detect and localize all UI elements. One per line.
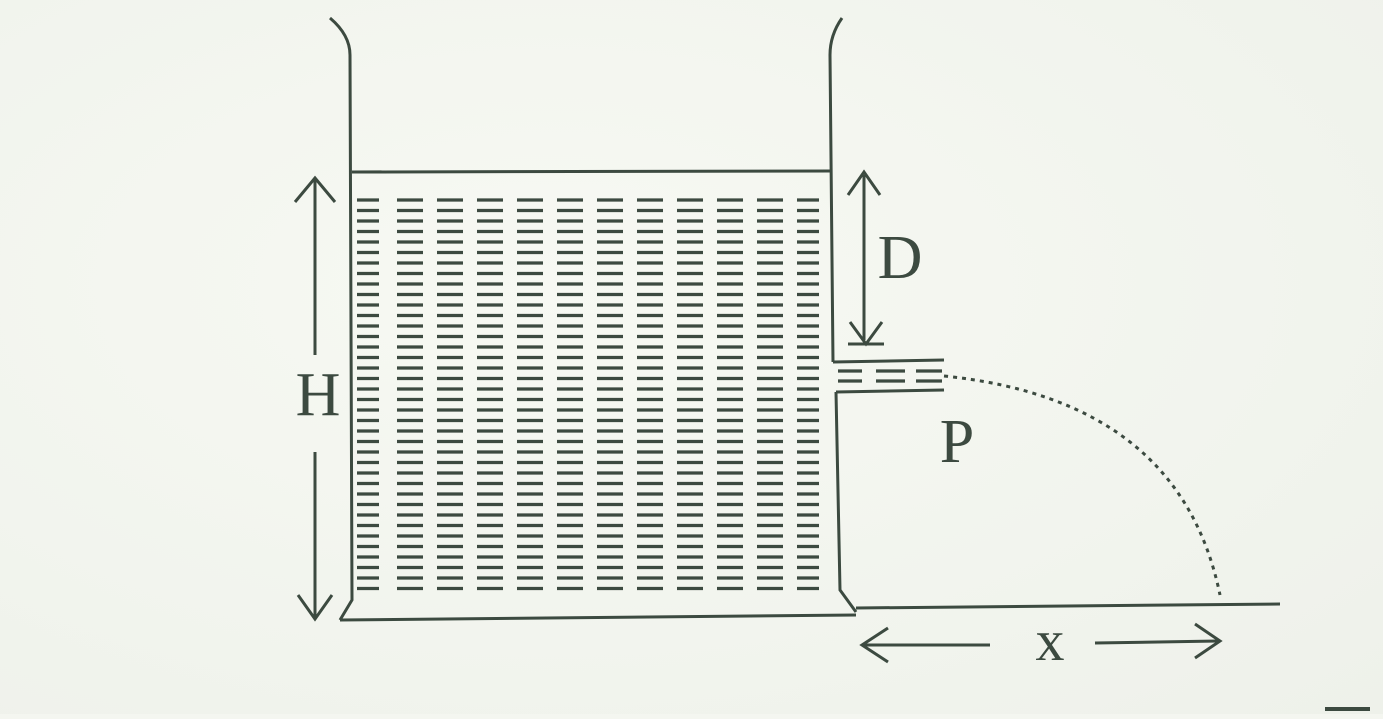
range-arrow [859,622,1223,664]
depth-arrowhead-down [848,321,884,347]
tank-right-wall-lower [834,391,858,613]
water-surface [351,169,833,174]
label-H: H [296,361,341,429]
height-arrow [293,175,337,622]
range-arrowhead-right [1194,622,1223,660]
tank-right-wall-upper [828,17,844,363]
tank [329,16,858,622]
height-arrowhead-down [296,594,334,622]
ground-line [855,602,1281,610]
height-arrowhead-up [293,175,337,203]
pipe-top-edge [832,358,945,364]
label-P: P [940,408,974,476]
tank-bottom [339,613,857,622]
outlet-pipe [832,358,945,394]
label-D: D [878,224,923,292]
water-jet-trajectory [943,374,1222,596]
pipe-bottom-edge [835,388,945,394]
label-x: x [1036,608,1065,673]
depth-arrowhead-up [846,169,882,196]
range-arrowhead-left [859,626,889,664]
pipe-water [838,369,942,383]
water-fill [357,198,819,591]
depth-arrow [846,169,884,347]
tank-left-wall [329,16,354,621]
